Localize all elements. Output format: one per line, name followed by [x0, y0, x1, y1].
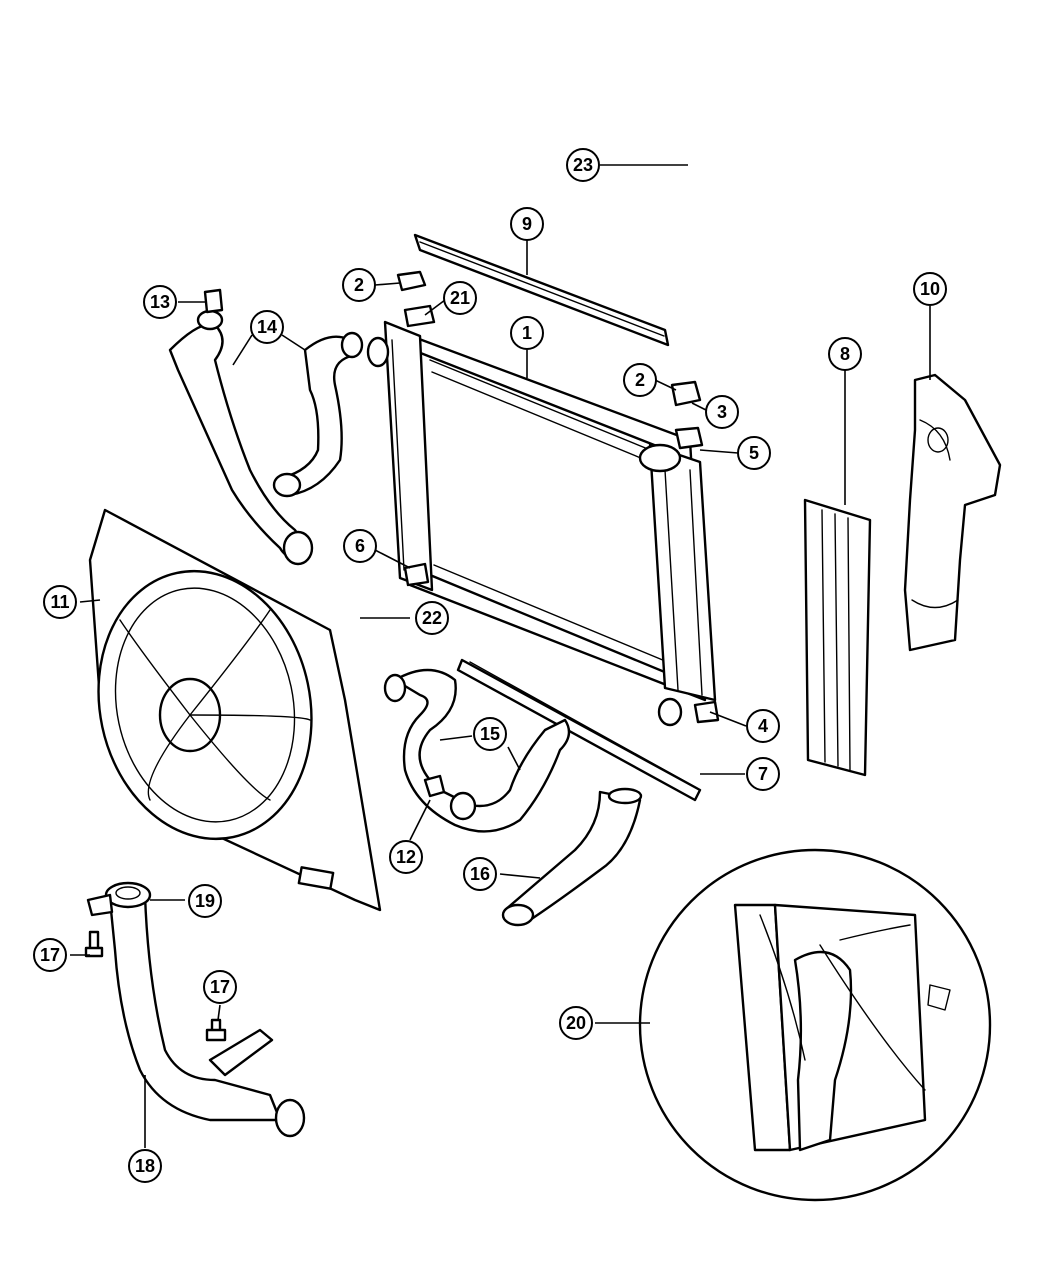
callout-15: 15: [473, 717, 507, 751]
leader-lines: [70, 164, 931, 1148]
callout-12-label: 12: [396, 847, 416, 867]
callout-14-label: 14: [257, 317, 277, 337]
lower-hose: [393, 668, 571, 833]
upper-hose-right: [280, 335, 357, 497]
insulator: [403, 562, 430, 587]
callout-21: 21: [443, 281, 477, 315]
callout-8-label: 7: [758, 764, 768, 784]
callout-8: 7: [746, 757, 780, 791]
drain-plug: [693, 700, 720, 724]
clamp: [203, 288, 224, 314]
callout-13-label: 13: [150, 292, 170, 312]
callout-17-right: 17: [203, 970, 237, 1004]
air-deflector: [903, 373, 1002, 652]
callout-23: 23: [566, 148, 600, 182]
callout-9-label: 8: [840, 344, 850, 364]
callout-19: 19: [188, 884, 222, 918]
bracket: [674, 426, 704, 450]
bolt: [84, 930, 104, 958]
callout-22: 22: [415, 601, 449, 635]
callout-22-label: 22: [422, 608, 442, 628]
callout-4: 4: [746, 709, 780, 743]
callout-18: 18: [128, 1149, 162, 1183]
callout-16: 16: [463, 857, 497, 891]
callout-7: 9: [510, 207, 544, 241]
callout-17-left-label: 17: [40, 945, 60, 965]
callout-17-left: 17: [33, 938, 67, 972]
callout-10-label: 10: [920, 279, 940, 299]
lower-seal: [456, 658, 702, 802]
callout-7-label: 9: [522, 214, 532, 234]
radiator: [366, 320, 717, 727]
callout-6-label: 6: [355, 536, 365, 556]
detail-view: [638, 848, 992, 1202]
callout-16-label: 16: [470, 864, 490, 884]
callout-10: 10: [913, 272, 947, 306]
clip: [396, 270, 427, 292]
callout-2-right-label: 2: [635, 370, 645, 390]
callout-13: 13: [143, 285, 177, 319]
callout-19-label: 19: [195, 891, 215, 911]
upper-seal: [413, 233, 670, 347]
callout-2-top-label: 2: [354, 275, 364, 295]
fan-shroud: [88, 508, 382, 912]
callout-12: 12: [389, 840, 423, 874]
callout-5: 5: [737, 436, 771, 470]
callout-14: 14: [250, 310, 284, 344]
callout-5-label: 5: [749, 443, 759, 463]
callout-1-label: 1: [522, 323, 532, 343]
callout-6: 6: [343, 529, 377, 563]
callout-15-label: 15: [480, 724, 500, 744]
callout-9: 8: [828, 337, 862, 371]
callout-23-label: 23: [573, 155, 593, 175]
callout-2-top: 2: [342, 268, 376, 302]
callout-1: 1: [510, 316, 544, 350]
callout-20-label: 20: [566, 1013, 586, 1033]
callout-18-label: 18: [135, 1156, 155, 1176]
clip: [670, 380, 702, 407]
callout-2-right: 2: [623, 363, 657, 397]
clamp: [423, 774, 446, 798]
callout-3: 3: [705, 395, 739, 429]
callout-20: 20: [559, 1006, 593, 1040]
bolt: [205, 1018, 227, 1042]
callout-4-label: 4: [758, 716, 768, 736]
callout-11: 11: [43, 585, 77, 619]
callout-3-label: 3: [717, 402, 727, 422]
callout-21-label: 21: [450, 288, 470, 308]
bracket: [403, 304, 436, 328]
filler-hose: [108, 893, 282, 1122]
callout-17-right-label: 17: [210, 977, 230, 997]
callout-11-label: 11: [50, 592, 69, 612]
side-seal: [803, 498, 872, 777]
upper-hose-left: [168, 323, 312, 559]
